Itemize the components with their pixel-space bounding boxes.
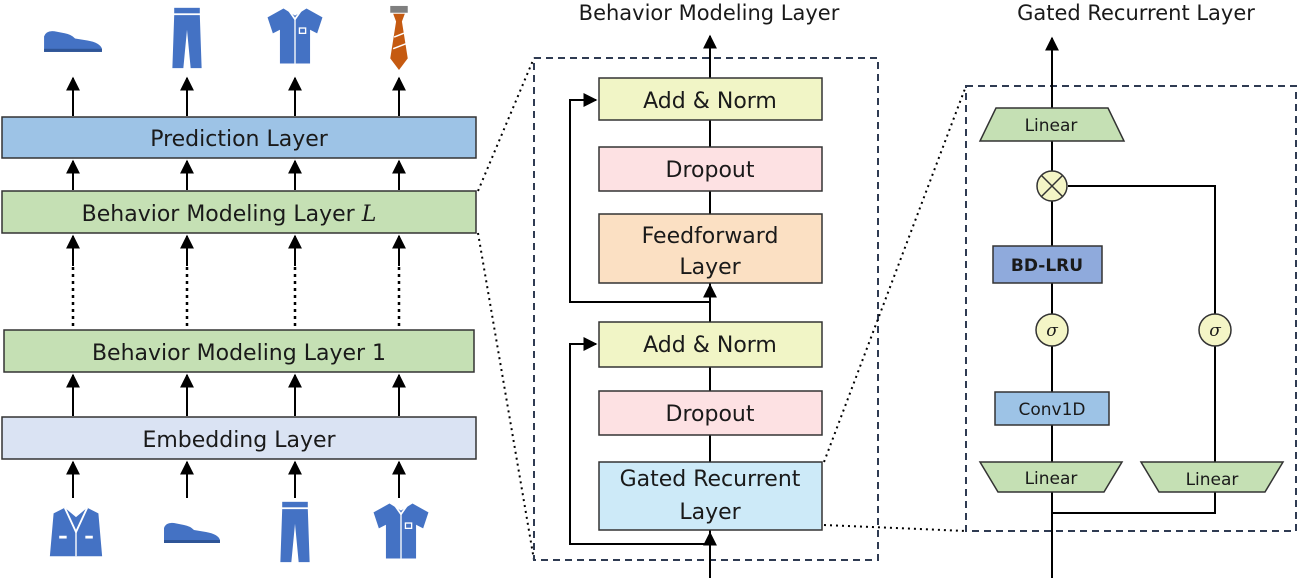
conv1d-label: Conv1D [1018, 400, 1085, 420]
linear-right-label: Linear [1186, 470, 1239, 490]
dropout-bottom-label: Dropout [666, 402, 755, 427]
shirt-icon [372, 502, 430, 560]
sigma-right-label: σ [1209, 321, 1221, 341]
linear-right-box [1139, 461, 1285, 493]
bd-lru-label: BD-LRU [1011, 256, 1083, 276]
feedforward-layer-label-line2: Layer [679, 255, 741, 280]
behavior-modeling-layer-1-label: Behavior Modeling Layer 1 [92, 341, 386, 366]
gated-recurrent-layer-label-line1: Gated Recurrent [620, 467, 801, 492]
input-icons [48, 501, 430, 563]
output-arrows [66, 76, 406, 116]
output-icons [44, 5, 409, 71]
gated-recurrent-detail-frame [965, 85, 1297, 532]
jacket-icon [48, 506, 104, 558]
dropout-top-label: Dropout [666, 158, 755, 183]
feedforward-layer-label-line1: Feedforward [642, 224, 779, 249]
gated-recurrent-layer-box [598, 461, 823, 531]
add-norm-bottom-label: Add & Norm [643, 333, 777, 358]
shirt-icon [266, 7, 324, 65]
behavior-modeling-layer-L-box [1, 190, 477, 234]
middle-spine [569, 34, 717, 578]
dropout-top-box [598, 146, 823, 192]
add-norm-top-label: Add & Norm [643, 89, 777, 114]
tie-icon [389, 5, 409, 71]
linear-left-box [978, 461, 1124, 493]
prediction-layer-label: Prediction Layer [150, 127, 329, 152]
add-norm-bottom-box [598, 321, 823, 368]
bd-lru-box [992, 245, 1103, 284]
shoe-icon [164, 522, 220, 543]
linear-top-box [978, 107, 1126, 142]
right-wires [1045, 36, 1216, 578]
pants-icon [172, 7, 202, 69]
linear-top-label: Linear [1025, 116, 1078, 136]
dropout-bottom-box [598, 390, 823, 436]
multiply-icon [1040, 174, 1064, 198]
sigma-left-label: σ [1046, 321, 1058, 341]
conv1d-box [994, 391, 1110, 426]
dotted-layer-connectors [66, 234, 406, 326]
behavior-modeling-layer-1-box [3, 329, 475, 373]
behavior-modeling-detail-frame [533, 57, 879, 561]
linear-left-label: Linear [1025, 469, 1078, 489]
feedforward-layer-box [598, 213, 823, 284]
sigma-left-node [1035, 313, 1069, 347]
gated-recurrent-layer-title: Gated Recurrent Layer [1017, 1, 1255, 25]
embedding-layer-label: Embedding Layer [142, 428, 336, 453]
zoom-lines-right [823, 85, 967, 532]
shoe-icon [44, 31, 102, 52]
sigma-right-node [1198, 313, 1232, 347]
pants-icon [280, 501, 310, 563]
gated-recurrent-layer-label-line2: Layer [679, 500, 741, 525]
zoom-lines-left [477, 57, 535, 561]
behavior-modeling-layer-title: Behavior Modeling Layer [579, 1, 840, 25]
embedding-layer-box [1, 416, 477, 460]
arrows-embedding-to-bml1 [66, 373, 406, 416]
arrows-input-to-embedding [66, 460, 406, 498]
prediction-layer-box [1, 116, 477, 159]
behavior-modeling-layer-L-label: Behavior Modeling Layer L [82, 202, 377, 227]
arrows-bmlL-to-prediction [66, 159, 406, 190]
add-norm-top-box [598, 77, 823, 121]
